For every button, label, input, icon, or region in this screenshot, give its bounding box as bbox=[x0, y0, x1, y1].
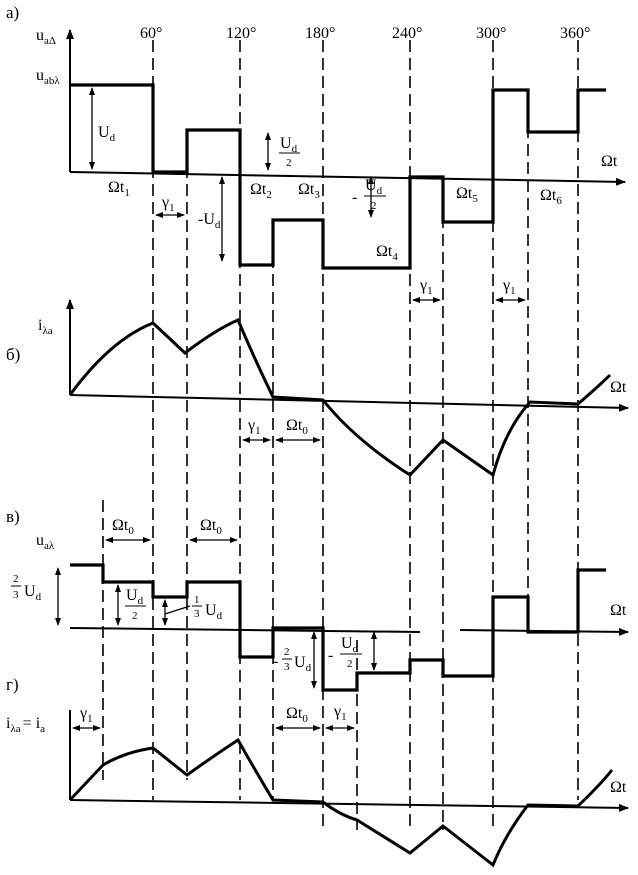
section-a-x-axis bbox=[69, 171, 626, 186]
ud-label: Ud bbox=[98, 124, 116, 144]
minus-ud-half-num: Ud bbox=[365, 177, 383, 197]
minus-ud-half-v-num: Ud bbox=[341, 635, 359, 655]
two-thirds-den: 3 bbox=[13, 589, 19, 601]
omega-t5-label: Ωt5 bbox=[456, 185, 478, 205]
degree-360: 360° bbox=[560, 25, 590, 42]
i-eq-label: iλa= ia bbox=[6, 715, 45, 735]
two-thirds-num: 2 bbox=[13, 573, 19, 585]
section-v-label: в) bbox=[6, 507, 20, 526]
one-third-ud: Ud bbox=[205, 602, 223, 622]
degree-60: 60° bbox=[140, 25, 162, 42]
omega-t4-label: Ωt4 bbox=[376, 243, 398, 263]
minus-ud-half-minus: - bbox=[352, 189, 357, 206]
section-a: а) Ωt uaΔ uabλ Ud Ud 2 -Ud - Ud 2 γ1 γ1 … bbox=[6, 3, 626, 303]
one-third-den: 3 bbox=[194, 608, 200, 620]
omega-t0-label-2: Ωt0 bbox=[112, 517, 134, 537]
ud-half-v-num: Ud bbox=[126, 587, 144, 607]
one-third-num: 1 bbox=[194, 594, 200, 606]
u-a-lambda-waveform bbox=[70, 563, 606, 692]
i-lambda-a-curve bbox=[68, 318, 612, 478]
omega-t0-label-1: Ωt0 bbox=[286, 417, 308, 437]
section-v: в) Ωt uaλ Ωt0 Ωt0 2 3 Ud Ud 2 1 3 Ud - 2 bbox=[6, 507, 629, 692]
section-g-x-axis bbox=[69, 799, 629, 812]
omega-t1-label: Ωt1 bbox=[108, 179, 130, 199]
minus-ud-half-den: 2 bbox=[371, 200, 377, 212]
gamma-label-6: γ1 bbox=[333, 703, 347, 723]
section-g-axis-label: Ωt bbox=[610, 779, 627, 796]
gamma-label-2: γ1 bbox=[419, 277, 433, 297]
two-thirds-ud: Ud bbox=[24, 583, 42, 603]
section-b-label: б) bbox=[6, 345, 20, 364]
i-lambda-a-label: iλa bbox=[38, 317, 53, 337]
section-v-axis-label: Ωt bbox=[610, 602, 627, 619]
one-third-ud-leader bbox=[164, 605, 191, 615]
u-a-delta-label: uaΔ bbox=[36, 27, 56, 47]
minus-ud-label: -Ud bbox=[198, 211, 221, 231]
section-v-x-axis-1 bbox=[69, 627, 421, 633]
gamma-label-4: γ1 bbox=[247, 417, 261, 437]
section-b-axis-label: Ωt bbox=[610, 379, 627, 396]
omega-t0-label-4: Ωt0 bbox=[286, 705, 308, 725]
omega-t6-label: Ωt6 bbox=[540, 187, 562, 207]
omega-t3-label: Ωt3 bbox=[298, 181, 320, 201]
u-a-delta-waveform bbox=[70, 83, 606, 270]
section-b-x-axis bbox=[69, 394, 629, 412]
section-g: г) Ωt iλa= ia γ1 Ωt0 γ1 bbox=[6, 675, 629, 868]
ud-half-den: 2 bbox=[286, 157, 292, 169]
minus-two-thirds-minus: - bbox=[273, 653, 278, 670]
degree-300: 300° bbox=[476, 25, 506, 42]
ud-half-num: Ud bbox=[280, 135, 298, 155]
gamma-label-1: γ1 bbox=[161, 194, 175, 214]
section-b: б) Ωt iλa γ1 Ωt0 bbox=[6, 299, 629, 478]
u-ab-lambda-label: uabλ bbox=[36, 67, 60, 87]
gamma-label-5: γ1 bbox=[79, 705, 93, 725]
minus-ud-half-v-den: 2 bbox=[347, 658, 353, 670]
degree-120: 120° bbox=[226, 25, 256, 42]
ud-half-v-den: 2 bbox=[132, 610, 138, 622]
minus-two-thirds-den: 3 bbox=[284, 661, 290, 673]
section-a-label: а) bbox=[6, 3, 19, 22]
u-a-lambda-label: uaλ bbox=[36, 532, 55, 552]
i-a-curve bbox=[68, 737, 614, 868]
degree-240: 240° bbox=[392, 25, 422, 42]
minus-two-thirds-ud: Ud bbox=[294, 654, 312, 674]
minus-two-thirds-num: 2 bbox=[284, 646, 290, 658]
gamma-label-3: γ1 bbox=[502, 277, 516, 297]
omega-t0-label-3: Ωt0 bbox=[200, 517, 222, 537]
degree-labels: 60° 120° 180° 240° 300° 360° bbox=[140, 25, 590, 42]
section-a-axis-label: Ωt bbox=[601, 153, 618, 170]
minus-ud-half-v-minus: - bbox=[328, 647, 333, 664]
section-g-label: г) bbox=[6, 675, 19, 694]
degree-180: 180° bbox=[305, 25, 335, 42]
omega-t2-label: Ωt2 bbox=[250, 181, 272, 201]
